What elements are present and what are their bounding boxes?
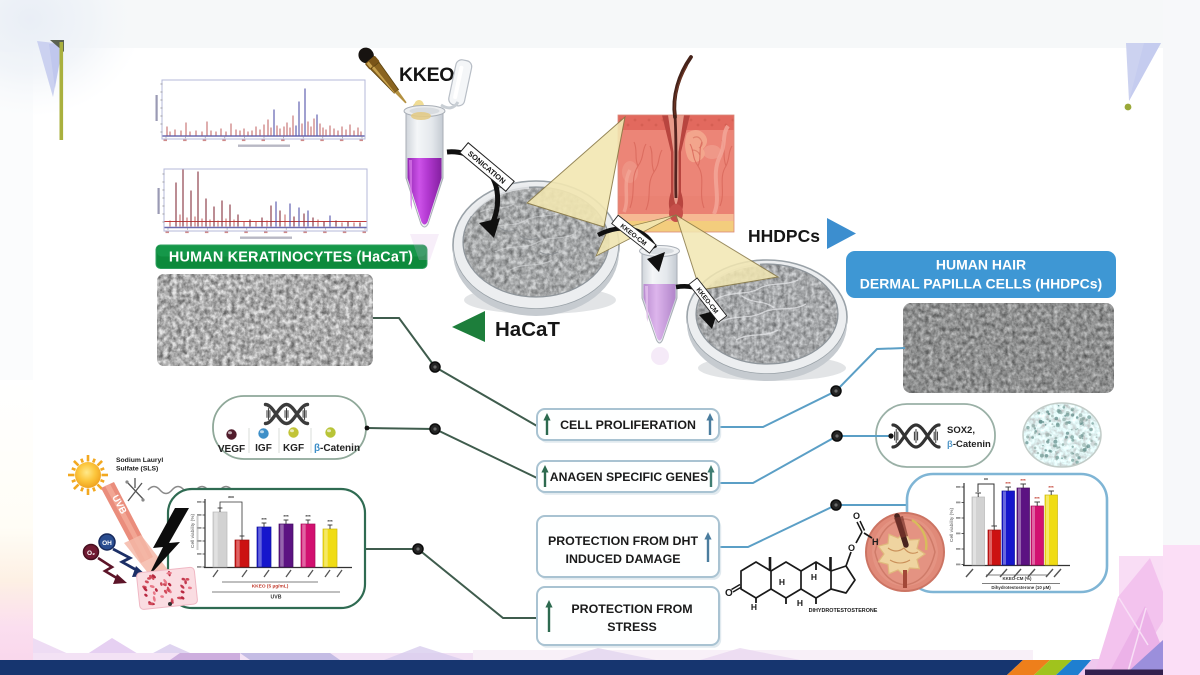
svg-text:OH: OH	[102, 540, 112, 547]
svg-text:HUMAN HAIR: HUMAN HAIR	[936, 257, 1026, 273]
svg-text:STRESS: STRESS	[607, 620, 657, 634]
svg-text:DERMAL PAPILLA CELLS (HHDPCs): DERMAL PAPILLA CELLS (HHDPCs)	[860, 276, 1102, 292]
svg-text:UVB: UVB	[271, 595, 282, 601]
svg-text:O: O	[725, 588, 733, 599]
svg-text:H: H	[797, 598, 803, 608]
svg-text:KKEO-CM (%): KKEO-CM (%)	[1002, 576, 1032, 581]
svg-text:SOX2,: SOX2,	[947, 425, 975, 436]
svg-text:KGF: KGF	[283, 443, 304, 454]
svg-text:H: H	[751, 602, 757, 612]
svg-text:ANAGEN SPECIFIC GENES: ANAGEN SPECIFIC GENES	[550, 470, 708, 484]
svg-text:**: **	[984, 478, 988, 484]
svg-text:O: O	[853, 511, 860, 521]
svg-text:CELL PROLIFERATION: CELL PROLIFERATION	[560, 418, 696, 432]
svg-text:***: ***	[1048, 485, 1054, 490]
svg-text:Dihydrotestosterone (10 µM): Dihydrotestosterone (10 µM)	[991, 585, 1051, 590]
svg-text:Cell viability (%): Cell viability (%)	[190, 513, 196, 548]
svg-text:IGF: IGF	[255, 443, 272, 454]
svg-text:INDUCED DAMAGE: INDUCED DAMAGE	[566, 552, 681, 566]
svg-text:Cell viability (%): Cell viability (%)	[949, 507, 955, 542]
svg-text:β-Catenin: β-Catenin	[947, 439, 991, 450]
svg-text:***: ***	[327, 519, 333, 524]
svg-text:HHDPCs: HHDPCs	[748, 226, 820, 246]
svg-text:β-Catenin: β-Catenin	[314, 443, 360, 454]
svg-text:***: ***	[1034, 496, 1040, 501]
svg-text:H: H	[779, 577, 785, 587]
svg-text:***: ***	[283, 514, 289, 519]
svg-text:HUMAN KERATINOCYTES (HaCaT): HUMAN KERATINOCYTES (HaCaT)	[169, 250, 413, 266]
svg-text:Sulfate (SLS): Sulfate (SLS)	[116, 466, 158, 473]
svg-text:KKEO (5 µg/mL): KKEO (5 µg/mL)	[252, 584, 289, 590]
svg-text:VEGF: VEGF	[218, 444, 245, 455]
svg-text:***: ***	[228, 496, 234, 502]
svg-text:O: O	[848, 543, 855, 553]
svg-text:Sodium Lauryl: Sodium Lauryl	[116, 457, 163, 464]
svg-text:PROTECTION FROM DHT: PROTECTION FROM DHT	[548, 534, 698, 548]
svg-text:KKEO: KKEO	[399, 64, 454, 86]
svg-text:PROTECTION FROM: PROTECTION FROM	[571, 602, 692, 616]
svg-text:H: H	[872, 537, 879, 547]
svg-text:***: ***	[1020, 478, 1026, 483]
svg-text:***: ***	[305, 514, 311, 519]
svg-text:***: ***	[1005, 481, 1011, 486]
svg-text:H: H	[811, 572, 817, 582]
svg-text:DIHYDROTESTOSTERONE: DIHYDROTESTOSTERONE	[809, 608, 878, 614]
svg-text:***: ***	[261, 517, 267, 522]
svg-text:HaCaT: HaCaT	[495, 318, 560, 341]
svg-text:O₂: O₂	[87, 550, 95, 557]
